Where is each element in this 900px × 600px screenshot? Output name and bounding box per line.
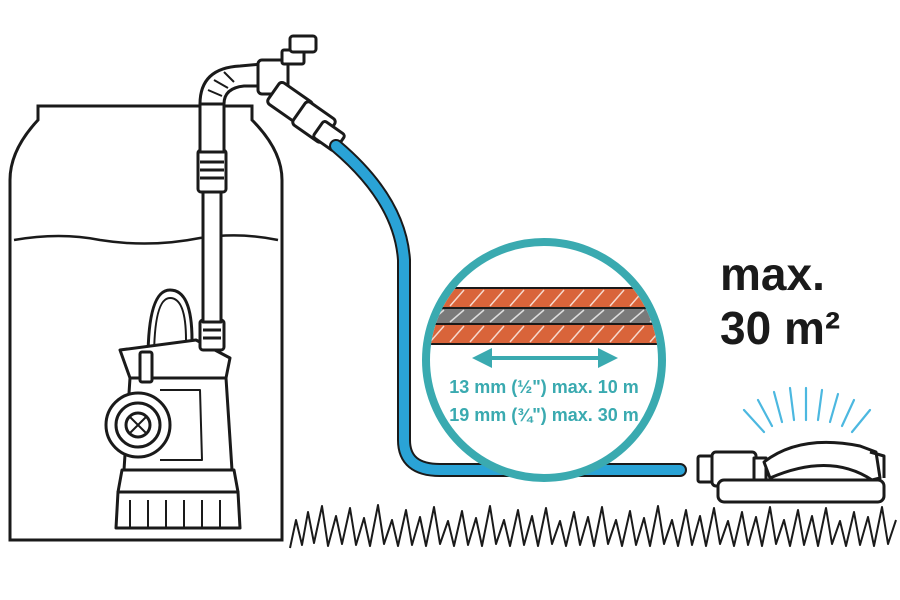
hose-cross-section [430, 287, 658, 345]
outlet-valve [256, 34, 346, 152]
garden-hose [329, 139, 687, 477]
sprinkler [696, 440, 886, 504]
coverage-max-label: max. [720, 248, 825, 300]
coverage-area-label: 30 m² [720, 302, 840, 354]
riser-pipe [196, 62, 263, 352]
grass-ground [289, 504, 897, 549]
length-arrow [472, 348, 618, 368]
sprinkler-water-spray [742, 386, 872, 434]
hose-spec-small: 13 mm (½") max. 10 m [449, 377, 639, 397]
submersible-pump [104, 288, 242, 530]
water-surface [13, 234, 279, 245]
hose-detail-magnifier: 13 mm (½") max. 10 m 19 mm (¾") max. 30 … [422, 238, 666, 482]
hose-spec-large: 19 mm (¾") max. 30 m [449, 405, 639, 425]
